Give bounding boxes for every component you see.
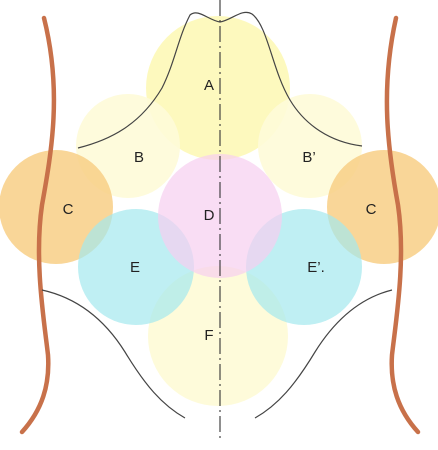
circle-b-prime [258,94,362,198]
circle-a [146,16,290,160]
label-b-prime: B’ [302,149,315,166]
label-d: D [204,207,215,224]
circle-b [76,94,180,198]
rib-cage-contour [77,11,363,149]
right-flank-line [384,15,421,435]
circle-c-left [0,150,113,264]
left-flank-line [19,15,57,435]
circle-f [148,266,288,406]
right-pelvis-contour [254,289,393,419]
body-outline [19,15,421,435]
label-c-right: C [366,201,377,218]
label-e: E [130,259,140,276]
left-pelvis-contour [41,289,186,419]
contour-lines [41,11,393,419]
label-e-prime: E’. [307,259,325,276]
region-labels: A B B’ C C D E E’. F [63,77,377,344]
label-a: A [204,77,214,94]
label-f: F [204,327,213,344]
label-b: B [134,149,144,166]
label-c-left: C [63,201,74,218]
circle-c-right [327,150,438,264]
